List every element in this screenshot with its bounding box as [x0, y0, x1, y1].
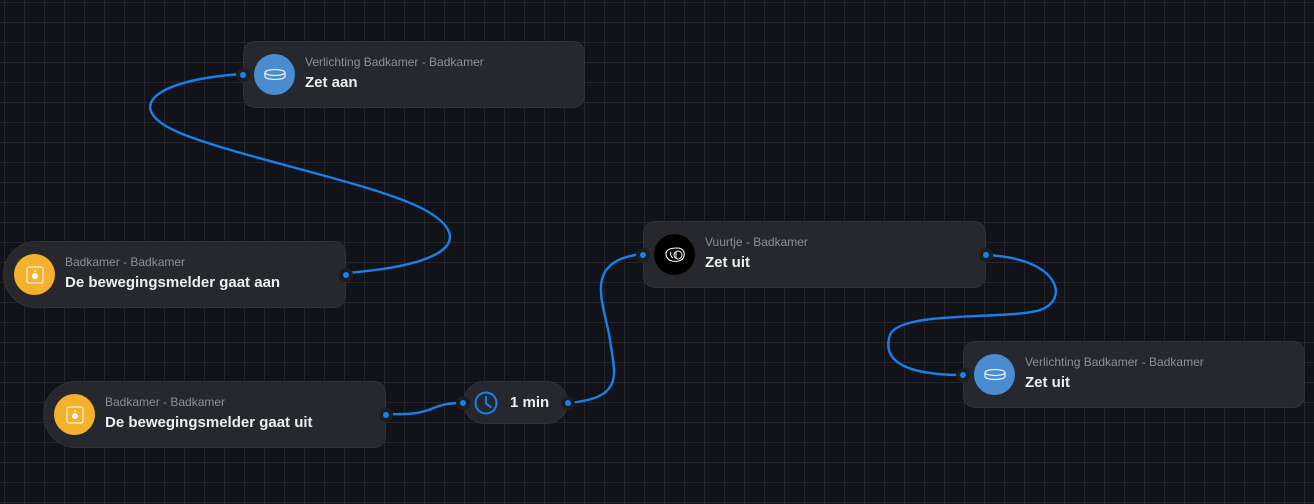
delay-node[interactable]: 1 min [456, 381, 575, 424]
motion-sensor-icon [14, 254, 55, 295]
action-node-light-on[interactable]: Verlichting Badkamer - Badkamer Zet aan [236, 41, 585, 108]
node-subtitle: Badkamer - Badkamer [105, 395, 226, 409]
ceiling-light-icon [254, 54, 295, 95]
delay-label: 1 min [510, 394, 550, 411]
input-port[interactable] [636, 248, 650, 262]
input-port[interactable] [236, 68, 250, 82]
action-node-fireplace-off[interactable]: Vuurtje - Badkamer Zet uit [636, 221, 993, 288]
motion-sensor-icon [54, 394, 95, 435]
node-title: Zet uit [1025, 374, 1070, 391]
input-port[interactable] [956, 368, 970, 382]
node-title: Zet uit [705, 254, 750, 271]
output-port[interactable] [979, 248, 993, 262]
output-port[interactable] [339, 268, 353, 282]
node-title: De bewegingsmelder gaat uit [105, 414, 313, 431]
node-title: Zet aan [305, 74, 358, 91]
clock-icon [474, 391, 498, 415]
action-node-light-off[interactable]: Verlichting Badkamer - Badkamer Zet uit [956, 341, 1305, 408]
trigger-node-motion-off[interactable]: Badkamer - Badkamer De bewegingsmelder g… [43, 381, 393, 448]
output-port[interactable] [561, 396, 575, 410]
trigger-node-motion-on[interactable]: Badkamer - Badkamer De bewegingsmelder g… [3, 241, 353, 308]
node-title: De bewegingsmelder gaat aan [65, 274, 281, 291]
wire-delay-to-fireplace[interactable] [566, 252, 645, 405]
wire-motion-off-to-delay[interactable] [384, 401, 465, 416]
node-subtitle: Vuurtje - Badkamer [705, 235, 808, 249]
output-port[interactable] [379, 408, 393, 422]
node-subtitle: Verlichting Badkamer - Badkamer [305, 55, 484, 69]
node-subtitle: Verlichting Badkamer - Badkamer [1025, 355, 1204, 369]
input-port[interactable] [456, 396, 470, 410]
fireplace-icon [654, 234, 695, 275]
ceiling-light-icon [974, 354, 1015, 395]
node-subtitle: Badkamer - Badkamer [65, 255, 186, 269]
